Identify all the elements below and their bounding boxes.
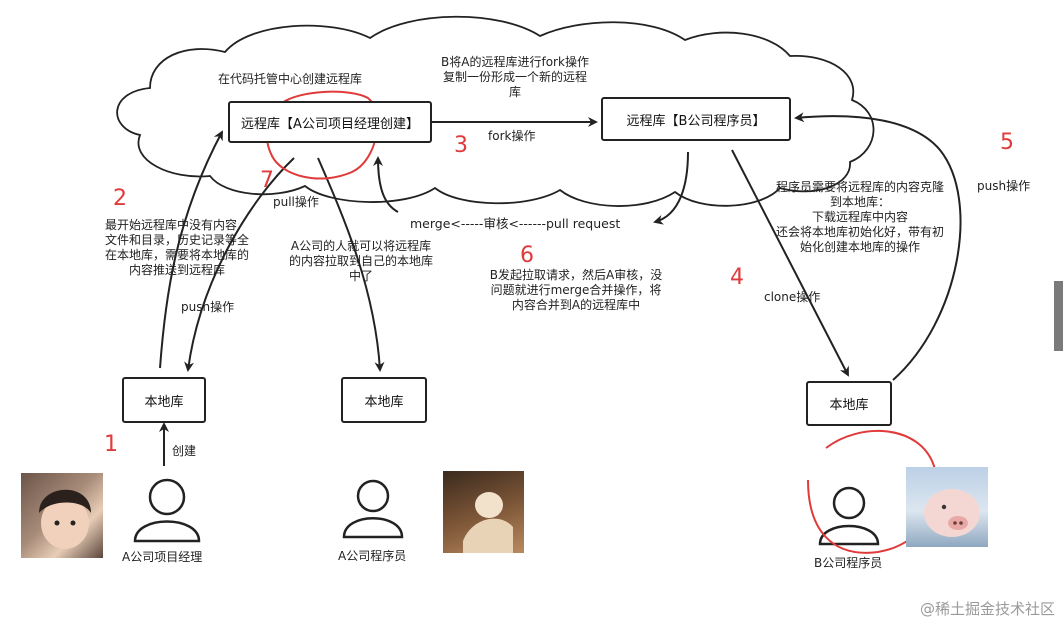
fork-note: B将A的远程库进行fork操作 复制一份形成一个新的远程 库 (425, 55, 605, 100)
fork-label: fork操作 (488, 129, 536, 143)
note-line: B发起拉取请求，然后A审核，没 (489, 268, 663, 282)
note-line: 在本地库，需要将本地库的 (105, 248, 250, 262)
note-initial-push: 最开始远程库中没有内容, 文件和目录，历史记录等全 在本地库，需要将本地库的 内… (105, 218, 249, 278)
note-line: 问题就进行merge合并操作，将 (490, 283, 662, 297)
push-label-left: push操作 (181, 300, 235, 314)
pull-arrow-a2 (317, 157, 385, 372)
clone-arrow (731, 149, 849, 377)
note-line: 到本地库： (829, 195, 890, 209)
note-line: 内容合并到A的远程库中 (511, 298, 641, 312)
step-6: 6 (520, 243, 534, 268)
step-4: 4 (730, 265, 744, 290)
cat-photo (443, 471, 524, 553)
create-label: 创建 (172, 444, 197, 458)
note-line: 最开始远程库中没有内容, (105, 218, 241, 232)
person-icon-prog-a (342, 479, 404, 539)
person-icon-prog-b (818, 486, 880, 546)
pull-arrow (184, 157, 295, 372)
pig-photo (906, 467, 988, 547)
push-label-right: push操作 (977, 179, 1031, 193)
step-7: 7 (260, 168, 274, 193)
step-5: 5 (1000, 130, 1014, 155)
remote-repo-a: 远程库【A公司项目经理创建】 (228, 101, 432, 143)
note-line: 下载远程库中内容 (811, 210, 908, 224)
step-3: 3 (454, 133, 468, 158)
push-arrow-left (159, 130, 223, 369)
pull-label: pull操作 (273, 195, 319, 209)
pig-photo-art (924, 489, 980, 537)
local-repo-a2: 本地库 (341, 377, 427, 423)
cloud-shape (116, 15, 875, 207)
note-line: 内容推送到远程库 (129, 263, 226, 277)
cat-photo-art (463, 492, 513, 553)
scrollbar-thumb[interactable] (1054, 281, 1063, 351)
watermark: @稀土掘金技术社区 (919, 600, 1055, 618)
local-repo-a1: 本地库 (122, 377, 206, 423)
child-photo (21, 473, 103, 558)
note-line: 中了 (348, 269, 373, 283)
manager-label: A公司项目经理 (122, 550, 203, 564)
local-repo-b: 本地库 (806, 381, 892, 426)
note-line: 始化创建本地库的操作 (799, 240, 920, 254)
merge-arrow (373, 156, 399, 213)
fork-note-line: 库 (508, 85, 521, 99)
note-line: A公司的人就可以将远程库 (290, 239, 432, 253)
step-1: 1 (104, 432, 118, 457)
cloud-title: 在代码托管中心创建远程库 (218, 72, 363, 86)
remote-repo-b: 远程库【B公司程序员】 (601, 97, 791, 141)
person-icon-manager (133, 478, 201, 543)
fork-note-line: B将A的远程库进行fork操作 (441, 55, 589, 69)
note-clone: 程序员需要将远程库的内容克隆 到本地库： 下载远程库中内容 还会将本地库初始化好… (755, 180, 965, 255)
note-line: 还会将本地库初始化好，带有初 (775, 225, 944, 239)
note-pull: A公司的人就可以将远程库 的内容拉取到自己的本地库 中了 (276, 239, 446, 284)
note-line: 文件和目录，历史记录等全 (105, 233, 250, 247)
pull-request-arrow (653, 151, 689, 225)
prog-b-label: B公司程序员 (814, 556, 883, 570)
push-arrow-right (794, 112, 962, 381)
step-2: 2 (113, 186, 127, 211)
clone-label: clone操作 (764, 290, 821, 304)
note-line: 程序员需要将远程库的内容克隆 (775, 180, 944, 194)
prog-a-label: A公司程序员 (338, 549, 407, 563)
fork-note-line: 复制一份形成一个新的远程 (442, 70, 587, 84)
merge-flow-label: merge<-----审核<------pull request (410, 216, 621, 231)
note-line: 的内容拉取到自己的本地库 (288, 254, 433, 268)
child-photo-art (39, 489, 91, 549)
note-pull-request: B发起拉取请求，然后A审核，没 问题就进行merge合并操作，将 内容合并到A的… (476, 268, 676, 313)
